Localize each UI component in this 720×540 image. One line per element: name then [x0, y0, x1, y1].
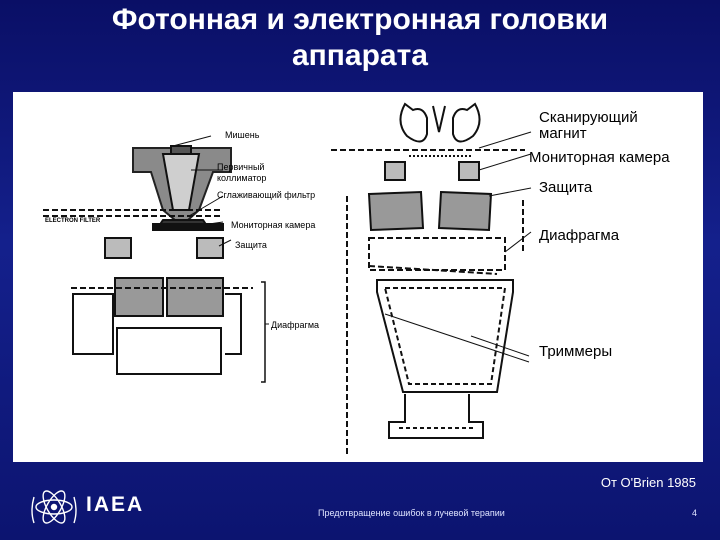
photon-head-drawing [43, 135, 269, 383]
electron-head-drawing [331, 102, 532, 454]
label-target: Мишень [225, 130, 260, 140]
label-monitor-chamber-right: Мониторная камера [529, 149, 670, 166]
label-diaphragm-right: Диафрагма [539, 227, 620, 244]
slide-title: Фотонная и электронная головки аппарата [0, 2, 720, 74]
label-primary-collimator: Первичный коллиматор [217, 162, 267, 183]
iaea-logo: IAEA [26, 483, 166, 531]
slide-title-line2: аппарата [292, 39, 428, 72]
label-trimmers: Триммеры [539, 343, 613, 360]
label-monitor-chamber-left: Мониторная камера [231, 220, 316, 230]
diagram-panel: Мишень Первичный коллиматор Сглаживающий… [13, 92, 703, 462]
logo-text: IAEA [86, 493, 145, 516]
label-shield-right: Защита [539, 179, 593, 196]
treatment-head-diagram [43, 102, 532, 454]
source-citation: От O'Brien 1985 [600, 475, 696, 490]
label-diaphragm-left: Диафрагма [271, 320, 320, 330]
label-shield-left: Защита [235, 240, 267, 250]
footer-course-title: Предотвращение ошибок в лучевой терапии [318, 508, 505, 518]
label-flattening-filter: Сглаживающий фильтр [217, 190, 316, 200]
atom-olive-icon [31, 490, 77, 524]
label-electron-filter: ELECTRON FILTER [45, 218, 101, 224]
page-number: 4 [692, 508, 698, 518]
slide-title-line1: Фотонная и электронная головки [111, 3, 609, 36]
label-scanning-magnet: Сканирующий магнит [539, 109, 638, 142]
